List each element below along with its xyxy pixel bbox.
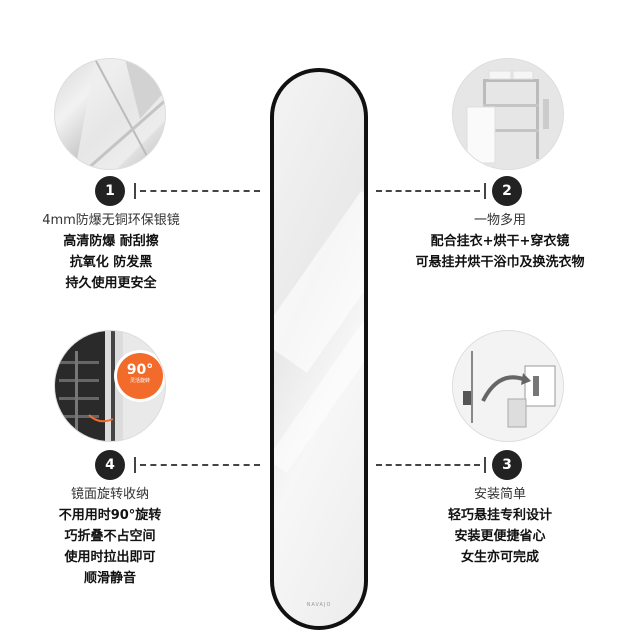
- feature-number-badge: 4: [95, 450, 125, 480]
- feature-title: 安装简单: [473, 487, 526, 502]
- mirror-brand-mark: NAVAJO: [306, 602, 332, 608]
- feature-line: 不用用时90°旋转: [58, 508, 162, 523]
- feature-title: 镜面旋转收纳: [70, 487, 149, 502]
- feature-title: 一物多用: [473, 213, 526, 228]
- rotation-90-badge: 90° 灵活旋转: [117, 353, 163, 399]
- feature-line: 抗氧化 防发黑: [69, 255, 153, 270]
- connector-tick: [134, 457, 136, 473]
- connector-line: [140, 190, 260, 192]
- feature-description: 4mm防爆无铜环保银镜 高清防爆 耐刮擦 抗氧化 防发黑 持久使用更安全: [6, 210, 216, 294]
- feature-line: 安装更便捷省心: [454, 529, 546, 544]
- feature-line: 巧折叠不占空间: [64, 529, 156, 544]
- feature-line: 配合挂衣+烘干+穿衣镜: [430, 234, 570, 249]
- feature-number-badge: 2: [492, 176, 522, 206]
- full-length-mirror: NAVAJO: [270, 68, 368, 630]
- feature-number-badge: 1: [95, 176, 125, 206]
- towel-rack-illustration: [453, 59, 563, 169]
- connector-line: [140, 464, 260, 466]
- glass-edge-illustration: [75, 59, 165, 169]
- towel-rack-image: [452, 58, 564, 170]
- connector-line: [376, 464, 480, 466]
- rotation-value: 90°: [126, 362, 154, 378]
- feature-number-badge: 3: [492, 450, 522, 480]
- installation-diagram-image: [452, 330, 564, 442]
- feature-line: 使用时拉出即可: [64, 550, 156, 565]
- feature-description: 镜面旋转收纳 不用用时90°旋转 巧折叠不占空间 使用时拉出即可 顺滑静音: [20, 484, 200, 589]
- rotation-caption: 灵活旋转: [129, 378, 150, 384]
- feature-line: 顺滑静音: [83, 571, 136, 586]
- glass-closeup-image: [54, 58, 166, 170]
- feature-line: 可悬挂并烘干浴巾及换洗衣物: [415, 255, 585, 270]
- feature-line: 轻巧悬挂专利设计: [447, 508, 552, 523]
- feature-line: 持久使用更安全: [65, 276, 157, 291]
- rotation-storage-image: 90° 灵活旋转: [54, 330, 166, 442]
- feature-line: 高清防爆 耐刮擦: [63, 234, 159, 249]
- feature-line: 女生亦可完成: [460, 550, 539, 565]
- connector-line: [376, 190, 480, 192]
- connector-tick: [134, 183, 136, 199]
- installation-illustration: [453, 331, 563, 441]
- feature-description: 安装简单 轻巧悬挂专利设计 安装更便捷省心 女生亦可完成: [402, 484, 598, 568]
- feature-description: 一物多用 配合挂衣+烘干+穿衣镜 可悬挂并烘干浴巾及换洗衣物: [392, 210, 608, 273]
- connector-tick: [484, 183, 486, 199]
- connector-tick: [484, 457, 486, 473]
- feature-title: 4mm防爆无铜环保银镜: [42, 213, 180, 228]
